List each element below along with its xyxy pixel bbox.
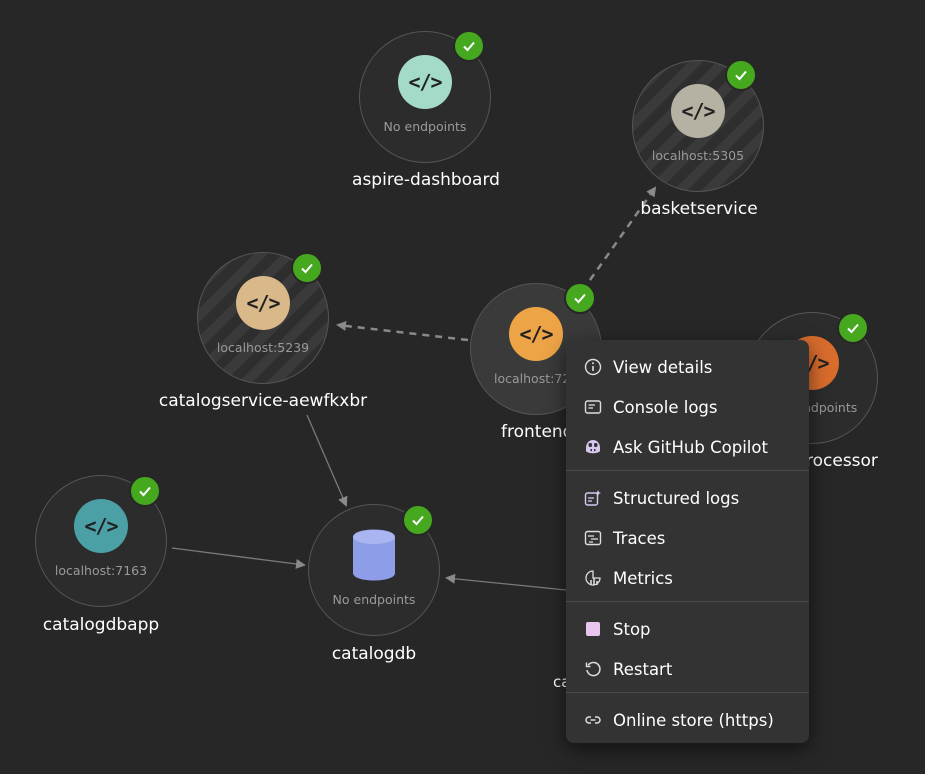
code-brackets-icon: </> — [74, 499, 128, 553]
menu-item-metrics[interactable]: Metrics — [566, 558, 809, 598]
checkmark-icon — [453, 30, 485, 62]
node-label-catalogservice[interactable]: catalogservice-aewfkxbr — [158, 391, 368, 411]
menu-item-label: Online store (https) — [613, 710, 774, 730]
code-brackets-icon: </> — [509, 307, 563, 361]
restart-icon — [584, 660, 602, 678]
menu-item-label: Stop — [613, 619, 651, 639]
menu-item-label: Metrics — [613, 568, 673, 588]
node-label-orderprocessor[interactable]: rocessor — [806, 451, 878, 471]
edge-catalogservice-catalogdb — [306, 414, 348, 507]
checkmark-icon — [129, 475, 161, 507]
menu-item-online-store[interactable]: Online store (https) — [566, 700, 809, 740]
code-brackets-icon: </> — [671, 84, 725, 138]
menu-item-view-details[interactable]: View details — [566, 347, 809, 387]
endpoint-text: No endpoints — [383, 119, 467, 134]
checkmark-icon — [725, 59, 757, 91]
code-brackets-icon: </> — [236, 276, 290, 330]
checkmark-icon — [837, 312, 869, 344]
menu-item-label: Structured logs — [613, 488, 740, 508]
menu-item-label: Console logs — [613, 397, 718, 417]
info-icon — [584, 358, 602, 376]
menu-item-stop[interactable]: Stop — [566, 609, 809, 649]
node-label-catalogdbapp[interactable]: catalogdbapp — [42, 615, 160, 635]
traces-icon — [584, 529, 602, 547]
node-catalogdb[interactable]: No endpoints — [308, 504, 440, 636]
menu-item-label: Restart — [613, 659, 673, 679]
stop-icon — [584, 620, 602, 638]
context-menu: View details Console logs Ask GitHub Cop… — [566, 340, 809, 743]
menu-separator — [566, 470, 809, 471]
database-icon — [353, 529, 395, 581]
checkmark-icon — [402, 504, 434, 536]
structured-logs-icon — [584, 489, 602, 507]
console-icon — [584, 398, 602, 416]
menu-item-structured-logs[interactable]: Structured logs — [566, 478, 809, 518]
menu-item-label: View details — [613, 357, 713, 377]
endpoint-text: localhost:5239 — [216, 340, 310, 355]
checkmark-icon — [291, 252, 323, 284]
metrics-icon — [584, 569, 602, 587]
menu-separator — [566, 692, 809, 693]
endpoint-text: ndpoints — [803, 400, 858, 415]
endpoint-text: localhost:5305 — [651, 148, 745, 163]
endpoint-text: localhost:7163 — [54, 563, 148, 578]
node-label-basketservice[interactable]: basketservice — [640, 199, 758, 219]
endpoint-text: localhost:72 — [494, 371, 571, 386]
menu-item-traces[interactable]: Traces — [566, 518, 809, 558]
menu-item-label: Traces — [613, 528, 666, 548]
menu-item-label: Ask GitHub Copilot — [613, 437, 768, 457]
checkmark-icon — [564, 282, 596, 314]
menu-item-ask-copilot[interactable]: Ask GitHub Copilot — [566, 427, 809, 467]
edge-frontend-basketservice — [588, 186, 657, 281]
menu-item-restart[interactable]: Restart — [566, 649, 809, 689]
node-aspire-dashboard[interactable]: </> No endpoints — [359, 31, 491, 163]
code-brackets-icon: </> — [398, 55, 452, 109]
node-label-aspire-dashboard[interactable]: aspire-dashboard — [352, 170, 500, 190]
edge-frontend-catalogservice — [336, 320, 469, 342]
endpoint-text: No endpoints — [332, 592, 416, 607]
menu-item-console-logs[interactable]: Console logs — [566, 387, 809, 427]
node-label-catalogdb[interactable]: catalogdb — [331, 644, 417, 664]
node-label-frontend[interactable]: frontend — [501, 422, 574, 442]
edge-other-catalogdb — [445, 573, 567, 591]
link-icon — [584, 711, 602, 729]
edge-catalogdbapp-catalogdb — [171, 547, 306, 569]
menu-separator — [566, 601, 809, 602]
copilot-icon — [584, 438, 602, 456]
